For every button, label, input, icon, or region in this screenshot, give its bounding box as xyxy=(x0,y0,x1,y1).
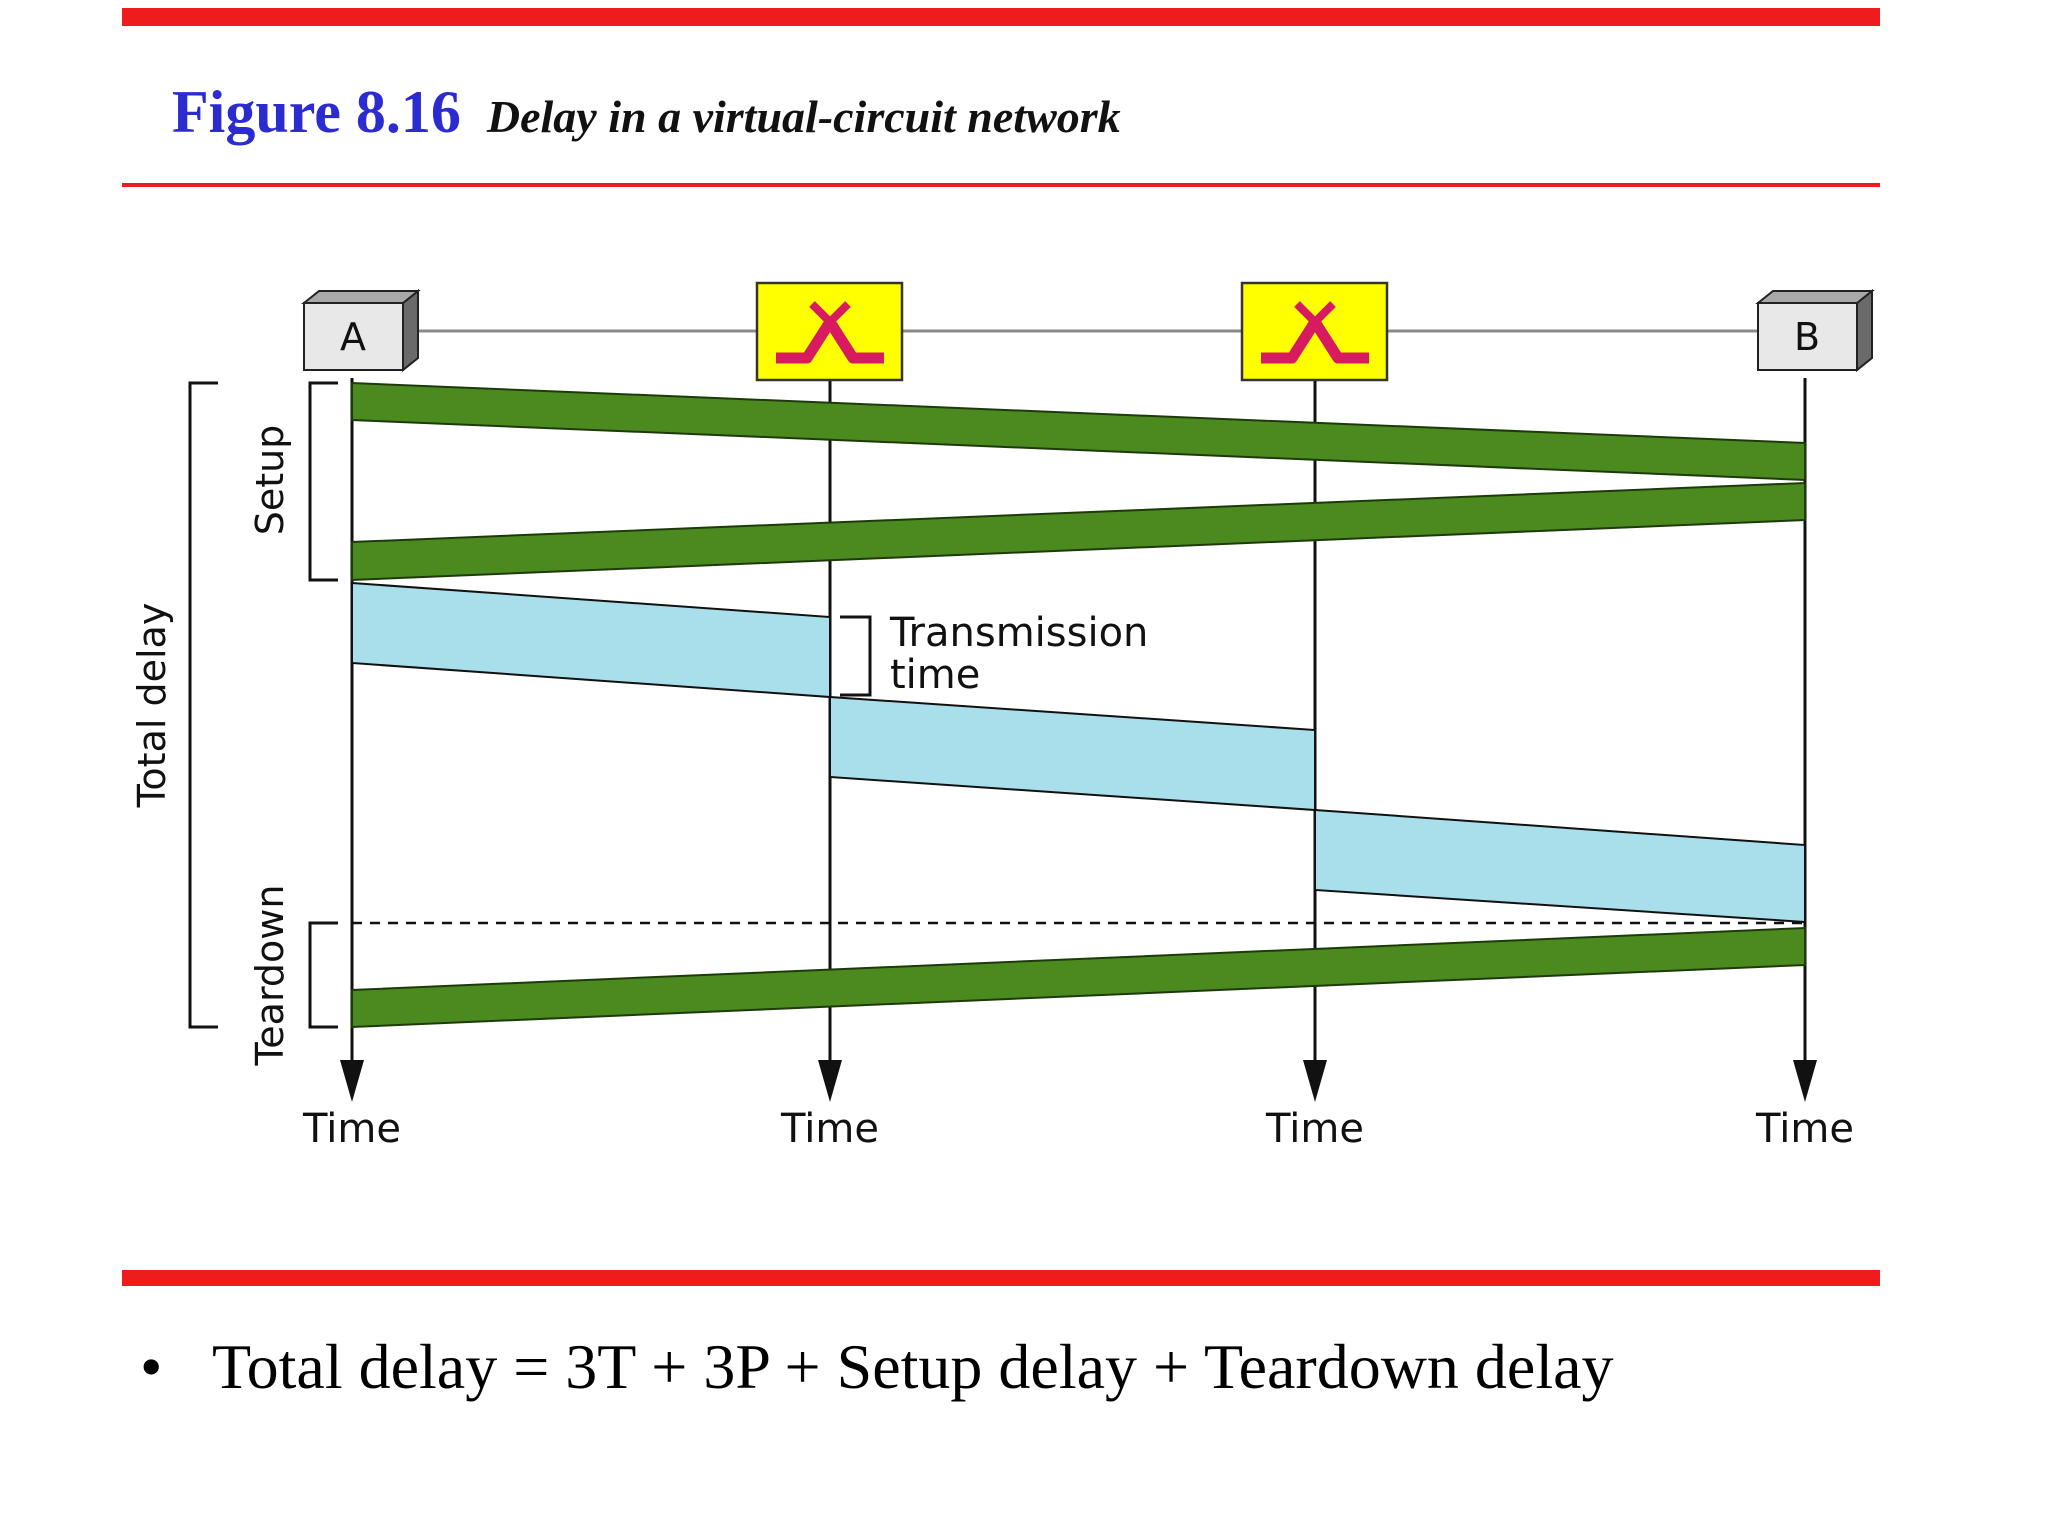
figure-title: Figure 8.16 Delay in a virtual-circuit ne… xyxy=(172,78,1121,147)
time-label-a: Time xyxy=(302,1106,401,1152)
arrowhead-switch-1 xyxy=(818,1060,842,1102)
transmission-label-line1: Transmission xyxy=(889,610,1148,656)
top-rule xyxy=(122,8,1880,26)
total-delay-bracket xyxy=(188,381,218,1029)
figure-caption: Delay in a virtual-circuit network xyxy=(486,91,1121,142)
node-a-top xyxy=(301,290,421,304)
bullet-text: Total delay = 3T + 3P + Setup delay + Te… xyxy=(212,1331,1614,1402)
arrowhead-b xyxy=(1793,1060,1817,1102)
time-arrowheads xyxy=(340,1060,1817,1102)
node-b-side xyxy=(1856,288,1873,373)
setup-bracket xyxy=(308,381,338,582)
title-rule xyxy=(122,183,1880,187)
time-label-switch-2: Time xyxy=(1265,1106,1364,1152)
transmission-time-bracket xyxy=(840,615,872,697)
node-b-front xyxy=(1757,302,1858,371)
node-b-label: B xyxy=(1794,315,1820,359)
node-a-side xyxy=(402,288,419,373)
teardown-bracket xyxy=(308,921,338,1029)
bottom-rule xyxy=(122,1270,1880,1286)
transmission-band-hop-3 xyxy=(1314,808,1806,924)
setup-ack-band xyxy=(351,481,1806,582)
arrowhead-a xyxy=(340,1060,364,1102)
arrowhead-switch-2 xyxy=(1303,1060,1327,1102)
node-b-top xyxy=(1755,290,1875,304)
figure-number: Figure 8.16 xyxy=(172,79,461,145)
time-label-switch-1: Time xyxy=(780,1106,879,1152)
node-a-label: A xyxy=(340,315,366,359)
switch-1-icon-top xyxy=(809,301,851,326)
time-label-b: Time xyxy=(1755,1106,1854,1152)
teardown-label: Teardown xyxy=(248,885,292,1067)
total-delay-label: Total delay xyxy=(130,603,174,809)
bullet-dot: • xyxy=(140,1331,163,1402)
switch-2 xyxy=(1240,281,1389,382)
transmission-band-hop-1 xyxy=(351,581,831,699)
setup-request-band xyxy=(351,381,1806,482)
transmission-band-hop-2 xyxy=(829,695,1316,812)
node-b: B xyxy=(1755,288,1875,373)
node-a-front xyxy=(303,302,404,371)
transmission-label-line2: time xyxy=(890,652,980,698)
setup-label: Setup xyxy=(248,425,292,536)
switch-1-box xyxy=(755,281,904,382)
switch-1 xyxy=(755,281,904,382)
switch-2-icon-top xyxy=(1294,301,1336,326)
node-a: A xyxy=(301,288,421,373)
bullet-item: • Total delay = 3T + 3P + Setup delay + T… xyxy=(140,1330,1614,1404)
teardown-band xyxy=(351,926,1806,1029)
